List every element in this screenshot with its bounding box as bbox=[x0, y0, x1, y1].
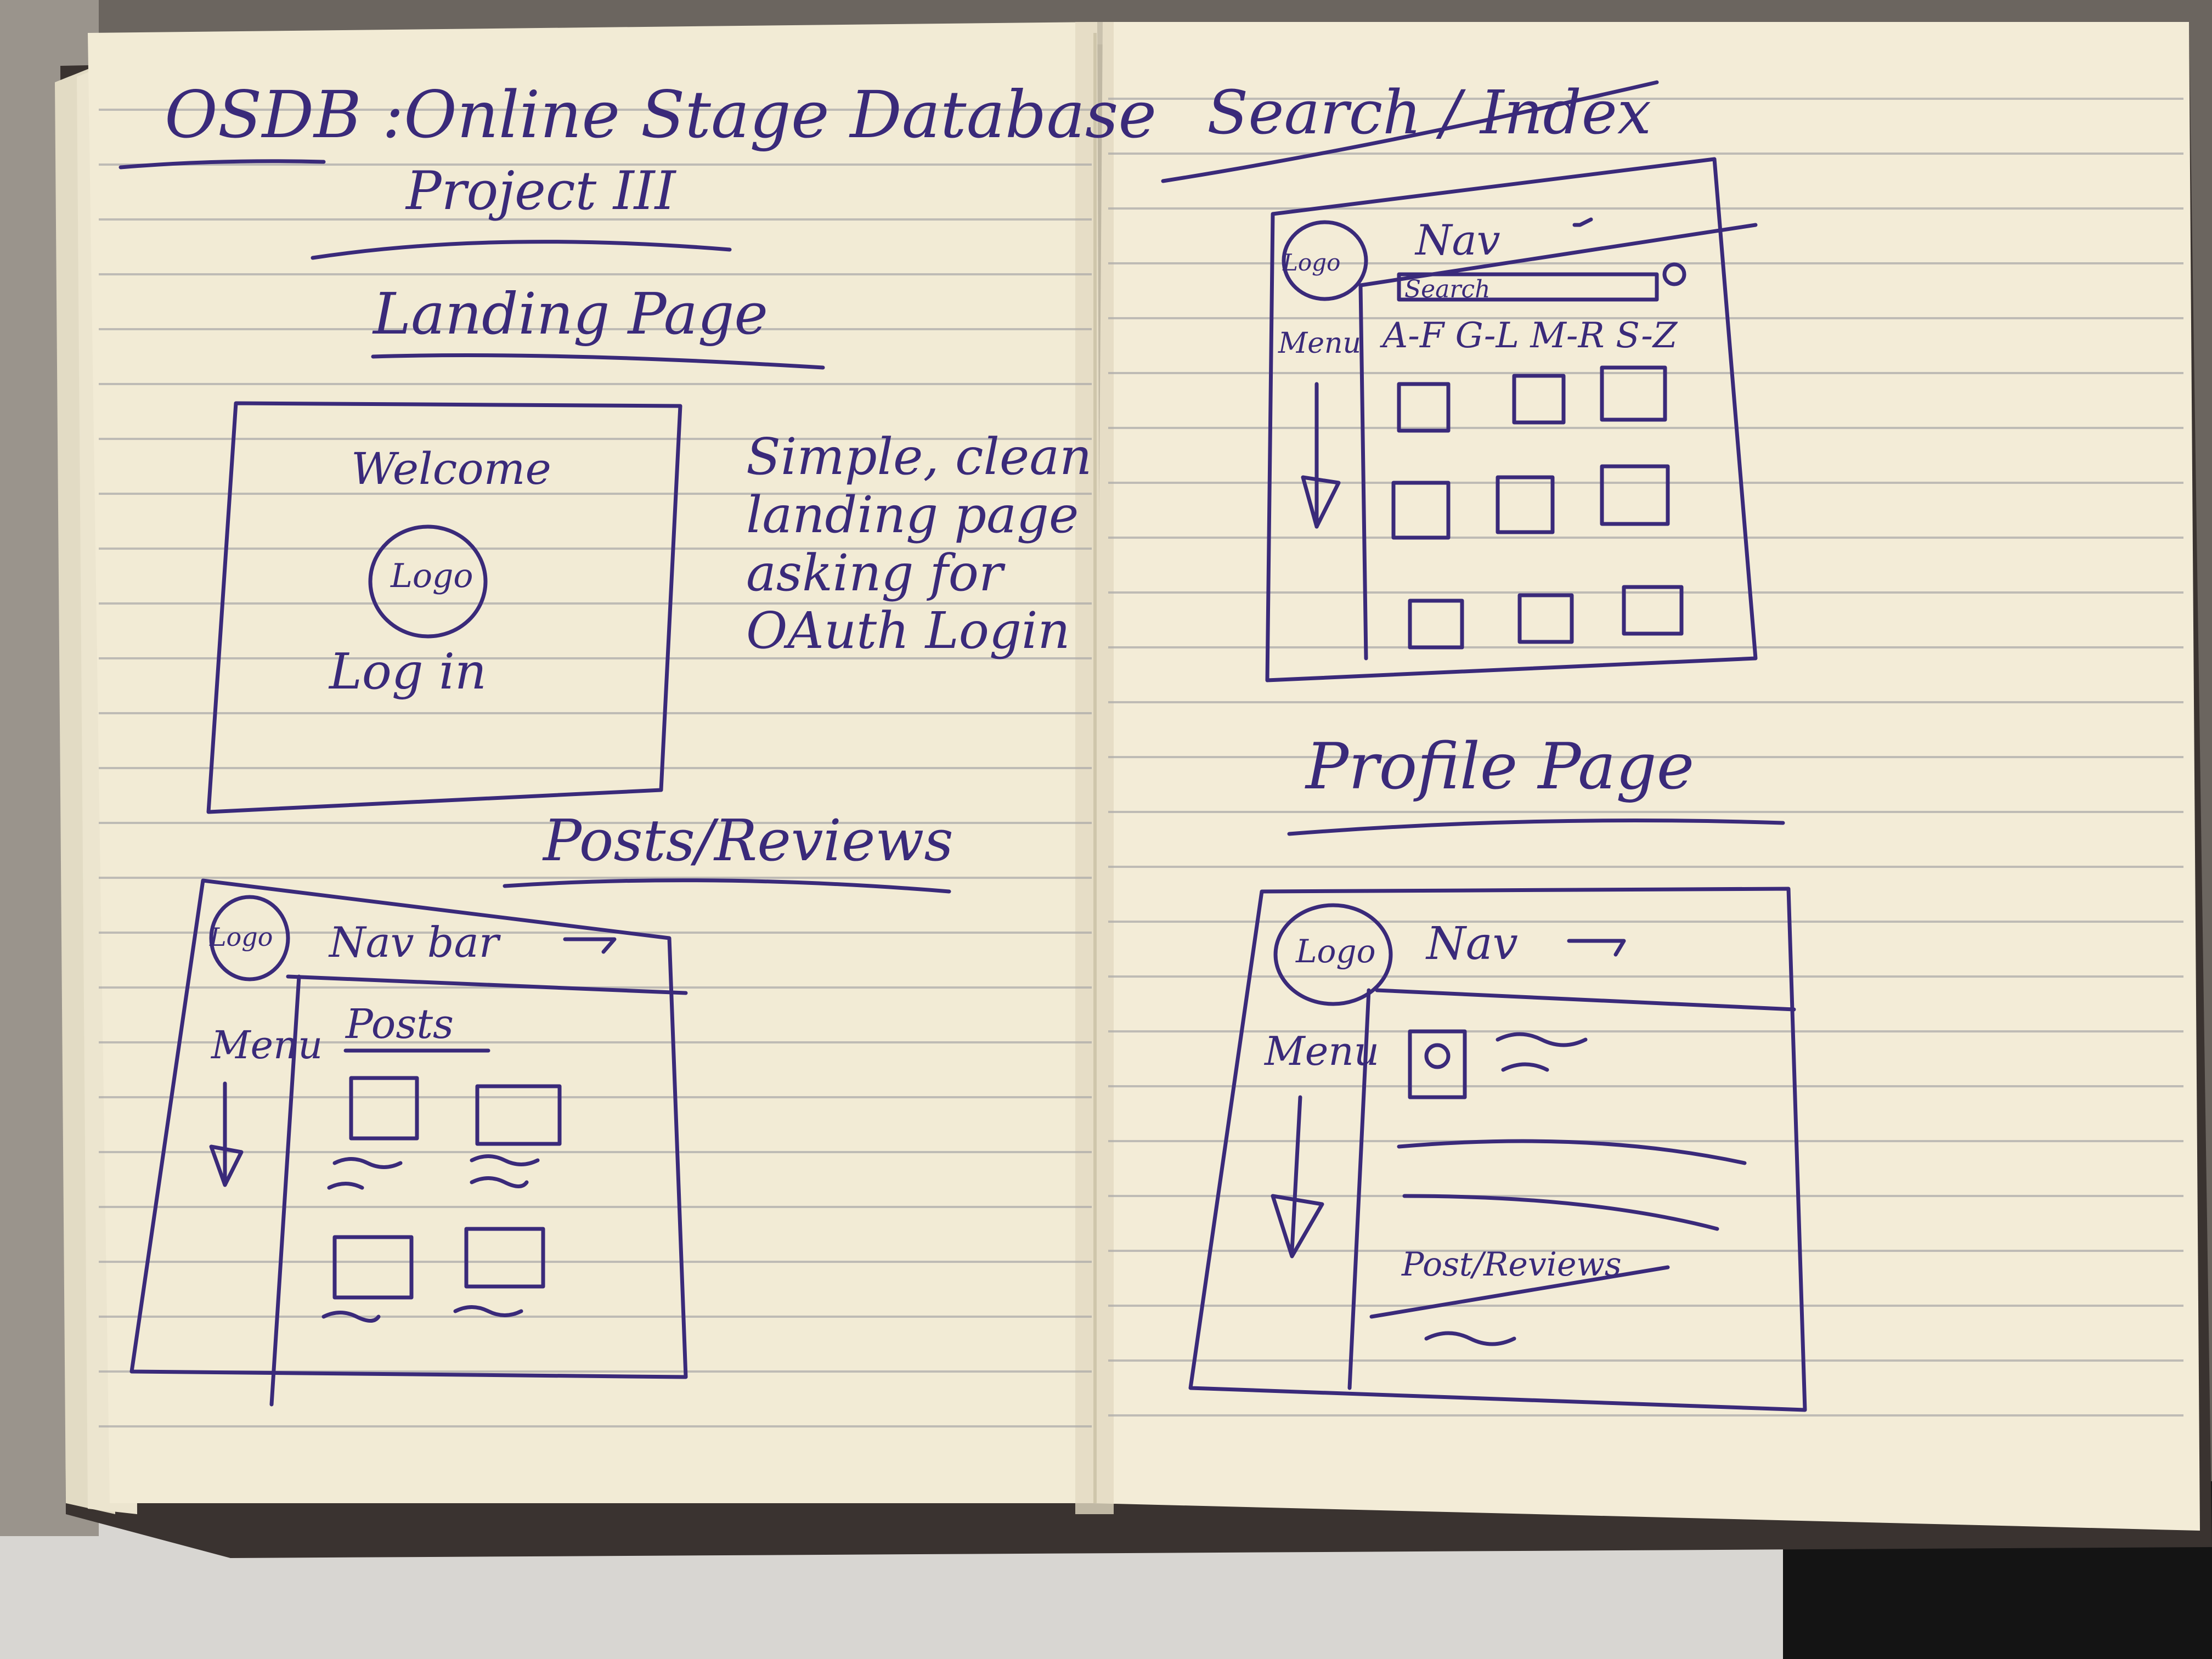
profile-nav-arrow bbox=[1567, 939, 1626, 957]
search-card-4 bbox=[1391, 481, 1451, 540]
notebook-title: OSDB :Online Stage Database bbox=[165, 77, 1157, 153]
right-page bbox=[1092, 22, 2200, 1531]
post-card-3 bbox=[332, 1235, 414, 1300]
search-box bbox=[1397, 272, 1659, 302]
search-box-text: Search bbox=[1404, 275, 1491, 303]
search-sidebar-divider bbox=[1358, 283, 1368, 661]
profile-heading: Profile Page bbox=[1306, 730, 1695, 804]
post-card-4 bbox=[464, 1227, 545, 1289]
search-card-6 bbox=[1600, 464, 1670, 526]
search-heading: Search / Index bbox=[1207, 77, 1651, 148]
posts-nav-arrow bbox=[563, 937, 617, 954]
posts-label: Posts bbox=[346, 1001, 454, 1048]
profile-sidebar-divider bbox=[1347, 988, 1371, 1390]
search-card-7 bbox=[1408, 599, 1464, 650]
search-card-8 bbox=[1517, 593, 1574, 644]
landing-logo-text: Logo bbox=[391, 557, 473, 595]
search-nav-arrow bbox=[1572, 217, 1593, 227]
post-squiggles bbox=[321, 1154, 540, 1323]
posts-heading: Posts/Reviews bbox=[543, 807, 953, 874]
left-page bbox=[88, 22, 1103, 1503]
posts-navbar-text: Nav bar bbox=[329, 918, 499, 967]
profile-avatar-box bbox=[1408, 1029, 1467, 1099]
search-card-9 bbox=[1622, 585, 1684, 636]
title-underline bbox=[119, 159, 326, 170]
profile-avatar-icon bbox=[1424, 1043, 1451, 1069]
search-underline bbox=[1161, 80, 1659, 183]
search-nav-text: Nav bbox=[1415, 216, 1500, 264]
profile-post-reviews-text: Post/Reviews bbox=[1402, 1245, 1622, 1284]
posts-frame bbox=[129, 878, 688, 1379]
landing-heading: Landing Page bbox=[373, 280, 768, 347]
profile-logo-circle bbox=[1273, 903, 1393, 1006]
search-menu-arrowhead bbox=[1301, 475, 1341, 529]
ink-drawings bbox=[119, 80, 1807, 1412]
posts-sidebar-divider bbox=[269, 974, 301, 1407]
search-card-3 bbox=[1600, 365, 1667, 422]
profile-post-squiggle bbox=[1424, 1331, 1516, 1346]
search-frame bbox=[1265, 157, 1758, 682]
profile-menu-arrowhead bbox=[1271, 1194, 1324, 1259]
search-magnifier-icon bbox=[1662, 262, 1686, 286]
profile-post-underline bbox=[1369, 1265, 1670, 1319]
landing-logo-circle bbox=[368, 524, 488, 639]
post-card-2 bbox=[475, 1084, 562, 1146]
project-underline bbox=[311, 240, 732, 260]
ruled-lines bbox=[99, 98, 2183, 1427]
posts-menu-arrowhead bbox=[209, 1144, 244, 1187]
search-card-5 bbox=[1496, 475, 1555, 534]
profile-nav-text: Nav bbox=[1426, 918, 1518, 970]
posts-heading-underline bbox=[503, 878, 951, 894]
profile-text-lines bbox=[1397, 1032, 1747, 1231]
posts-logo-circle bbox=[209, 895, 290, 981]
profile-underline bbox=[1287, 819, 1785, 836]
landing-underline bbox=[371, 353, 825, 370]
posts-logo-text: Logo bbox=[210, 922, 273, 952]
landing-welcome-text: Welcome bbox=[351, 443, 551, 494]
project-subtitle: Project III bbox=[406, 160, 676, 222]
search-card-1 bbox=[1397, 382, 1451, 433]
profile-frame bbox=[1188, 887, 1807, 1412]
search-alphabet-index: A-F G-L M-R S-Z bbox=[1383, 315, 1678, 356]
post-card-1 bbox=[349, 1076, 419, 1141]
search-logo-circle bbox=[1282, 220, 1368, 301]
posts-nav-divider bbox=[286, 974, 688, 995]
profile-nav-divider bbox=[1375, 988, 1796, 1012]
search-card-2 bbox=[1512, 374, 1566, 425]
profile-menu-text: Menu bbox=[1265, 1028, 1380, 1074]
landing-note: Simple, clean landing page asking for OA… bbox=[746, 427, 1092, 661]
posts-menu-text: Menu bbox=[211, 1023, 323, 1068]
search-logo-text: Logo bbox=[1283, 249, 1341, 276]
profile-menu-arrow bbox=[1290, 1095, 1302, 1253]
landing-login-text: Log in bbox=[329, 643, 487, 701]
profile-logo-text: Logo bbox=[1296, 933, 1376, 970]
search-menu-text: Menu bbox=[1278, 327, 1361, 360]
landing-frame bbox=[206, 401, 682, 814]
